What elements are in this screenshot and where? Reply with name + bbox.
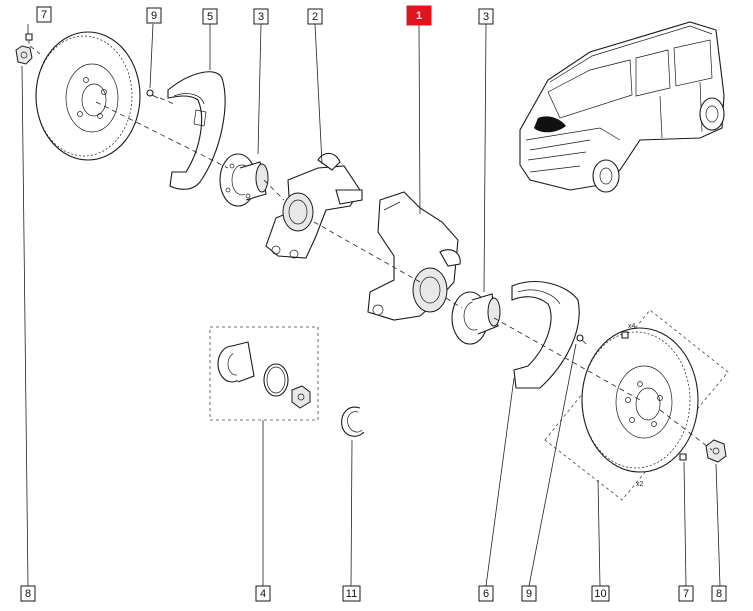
quantity-label-disc: x2 bbox=[636, 481, 644, 488]
brake-disc-left bbox=[35, 31, 141, 161]
callout-label: 9 bbox=[151, 10, 157, 22]
circlip bbox=[341, 406, 365, 437]
callout-11: 11 bbox=[342, 585, 361, 602]
vehicle-illustration bbox=[519, 21, 725, 193]
bearing-kit bbox=[209, 326, 319, 421]
wheel-hub-right bbox=[451, 291, 501, 345]
callout-box bbox=[711, 585, 727, 602]
quantity-label-bolts: x4 bbox=[628, 323, 636, 330]
callout-label: 10 bbox=[594, 588, 606, 600]
steering-knuckle-left bbox=[265, 152, 363, 259]
callout-box bbox=[202, 8, 218, 25]
callout-label: 8 bbox=[716, 588, 722, 600]
screw-left bbox=[146, 89, 159, 99]
callout-label: 6 bbox=[483, 588, 489, 600]
callout-box bbox=[146, 7, 162, 24]
wheel-hub-left bbox=[219, 153, 269, 207]
callout-5: 5 bbox=[202, 8, 218, 25]
callout-6: 6 bbox=[478, 585, 494, 602]
callout-box bbox=[307, 8, 323, 25]
callout-label: 7 bbox=[683, 588, 689, 600]
callout-10: 10 bbox=[591, 585, 610, 602]
callout-9: 9 bbox=[521, 585, 537, 602]
callout-label: 5 bbox=[207, 11, 213, 23]
callout-label: 3 bbox=[258, 11, 264, 23]
leader-lines bbox=[21, 23, 721, 587]
callout-box bbox=[521, 585, 537, 602]
callout-box bbox=[478, 8, 494, 25]
callout-label: 11 bbox=[346, 588, 357, 600]
screw-right bbox=[576, 334, 587, 345]
callout-box bbox=[342, 585, 361, 602]
callout-box bbox=[478, 585, 494, 602]
callout-9: 9 bbox=[146, 7, 162, 24]
callout-7: 7 bbox=[36, 6, 52, 23]
callout-label: 1 bbox=[416, 10, 422, 22]
callout-4: 4 bbox=[255, 585, 271, 602]
callout-3: 3 bbox=[253, 8, 269, 25]
wheel-nut-right bbox=[705, 439, 727, 463]
bolt-right-top bbox=[621, 331, 629, 339]
callout-3: 3 bbox=[478, 8, 494, 25]
callout-box bbox=[591, 585, 610, 602]
callout-box bbox=[36, 6, 52, 23]
assembly-axis bbox=[29, 45, 713, 451]
callout-8: 8 bbox=[20, 585, 36, 602]
callout-label: 3 bbox=[483, 11, 489, 23]
callout-8: 8 bbox=[711, 585, 727, 602]
callout-box bbox=[253, 8, 269, 25]
callout-box bbox=[406, 5, 432, 26]
wheel-nut-left bbox=[15, 45, 33, 65]
steering-knuckle-right bbox=[367, 191, 461, 321]
callout-7: 7 bbox=[678, 585, 694, 602]
callout-label: 2 bbox=[312, 11, 318, 23]
callout-label: 7 bbox=[41, 9, 47, 21]
callout-label: 9 bbox=[526, 588, 532, 600]
callout-2: 2 bbox=[307, 8, 323, 25]
callout-box bbox=[20, 585, 36, 602]
callout-box bbox=[678, 585, 694, 602]
callout-box bbox=[255, 585, 271, 602]
callout-label: 4 bbox=[260, 588, 266, 600]
callout-1-primary: 1 bbox=[406, 5, 432, 26]
brake-disc-right bbox=[544, 309, 729, 501]
bolt-right-bottom bbox=[679, 453, 687, 461]
callout-boxes: 7 9 5 3 2 1 3 8 4 11 6 9 10 7 8 bbox=[20, 5, 727, 602]
backing-plate-right bbox=[511, 281, 580, 389]
callout-label: 8 bbox=[25, 588, 31, 600]
bolt-left bbox=[25, 33, 33, 44]
backing-plate-left bbox=[167, 71, 226, 190]
